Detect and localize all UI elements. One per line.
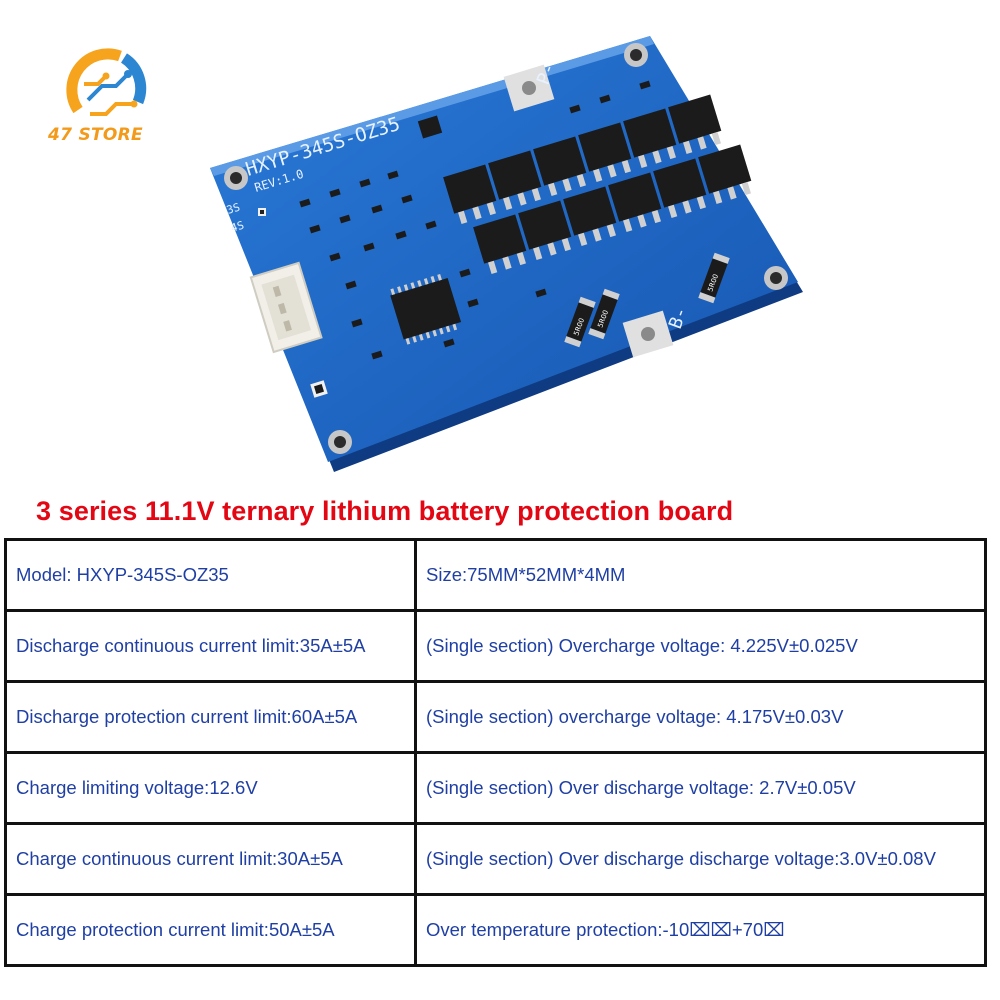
- spec-cell: (Single section) Over discharge voltage:…: [414, 751, 987, 825]
- mosfet-array: [443, 94, 752, 274]
- label-3s: 3S: [225, 201, 241, 217]
- table-row: Discharge protection current limit:60A±5…: [4, 680, 987, 754]
- small-ic-chip: [417, 115, 443, 139]
- spec-cell: Model: HXYP-345S-OZ35: [4, 538, 417, 612]
- label-4s: 4S: [229, 219, 245, 235]
- page-title: 3 series 11.1V ternary lithium battery p…: [36, 496, 734, 526]
- balance-connector: [249, 261, 323, 354]
- spec-cell: Discharge continuous current limit:35A±5…: [4, 609, 417, 683]
- spec-cell: Discharge protection current limit:60A±5…: [4, 680, 417, 754]
- table-row: Charge protection current limit:50A±5A O…: [4, 893, 987, 967]
- spec-cell: Over temperature protection:-10⌧⌧+70⌧: [414, 893, 987, 967]
- spec-cell: Charge limiting voltage:12.6V: [4, 751, 417, 825]
- shunt-resistor: 5R00 5R00 5R00: [564, 252, 730, 348]
- smd-components: [299, 80, 651, 360]
- store-logo-text: 47 STORE: [48, 125, 143, 145]
- protection-board-image: P- B- HXYP-345S-OZ35 REV:1.0 3S 4S: [210, 36, 803, 472]
- protection-ic-chip: [390, 274, 462, 345]
- store-logo-icon: [66, 48, 147, 116]
- spec-cell: (Single section) Over discharge discharg…: [414, 822, 987, 896]
- spec-cell: (Single section) overcharge voltage: 4.1…: [414, 680, 987, 754]
- spec-cell: Size:75MM*52MM*4MM: [414, 538, 987, 612]
- spec-cell: Charge continuous current limit:30A±5A: [4, 822, 417, 896]
- spec-cell: (Single section) Overcharge voltage: 4.2…: [414, 609, 987, 683]
- specification-table: Model: HXYP-345S-OZ35 Size:75MM*52MM*4MM…: [4, 538, 987, 967]
- spec-cell: Charge protection current limit:50A±5A: [4, 893, 417, 967]
- table-row: Discharge continuous current limit:35A±5…: [4, 609, 987, 683]
- table-row: Charge continuous current limit:30A±5A (…: [4, 822, 987, 896]
- table-row: Charge limiting voltage:12.6V (Single se…: [4, 751, 987, 825]
- mounting-hole-icon: [224, 43, 788, 454]
- table-row: Model: HXYP-345S-OZ35 Size:75MM*52MM*4MM: [4, 538, 987, 612]
